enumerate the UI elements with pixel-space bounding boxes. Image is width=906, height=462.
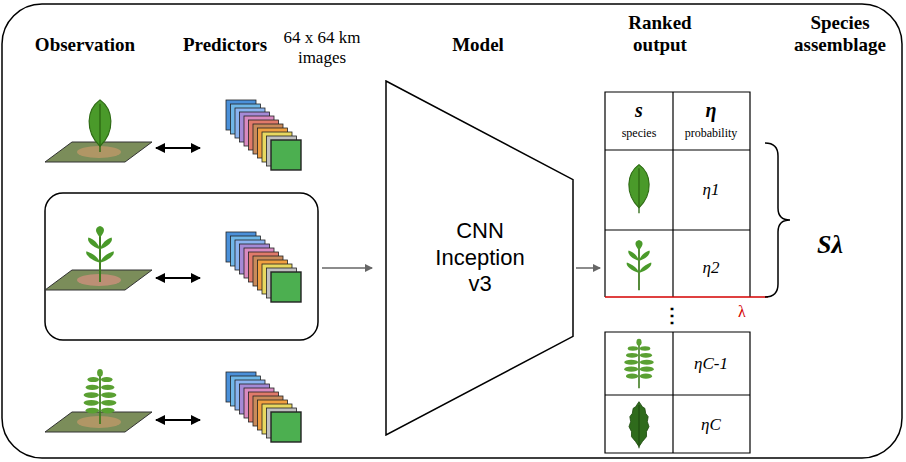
column-heading: Predictors [170, 34, 280, 56]
threshold-label: λ [730, 303, 754, 321]
column-heading: Observation [15, 34, 155, 56]
column-heading: Species assemblage [785, 12, 895, 56]
probability-cell: η1 [674, 180, 748, 200]
ellipsis: ⋮ [662, 304, 682, 327]
model-trapezoid: CNN Inception v3 [385, 80, 575, 436]
image-size-note: 64 x 64 km images [272, 28, 372, 67]
probability-cell: η2 [674, 258, 748, 278]
assemblage-symbol: Sλ [800, 230, 860, 260]
probability-cell: ηC-1 [674, 354, 748, 374]
probability-cell: ηC [674, 415, 748, 435]
table-header: η [674, 99, 748, 122]
model-name: CNN Inception v3 [425, 218, 535, 297]
table-header: s [609, 99, 669, 122]
table-header: probability [674, 127, 748, 141]
column-heading: Ranked output [610, 12, 710, 56]
column-heading: Model [428, 34, 528, 56]
table-header: species [606, 127, 672, 141]
